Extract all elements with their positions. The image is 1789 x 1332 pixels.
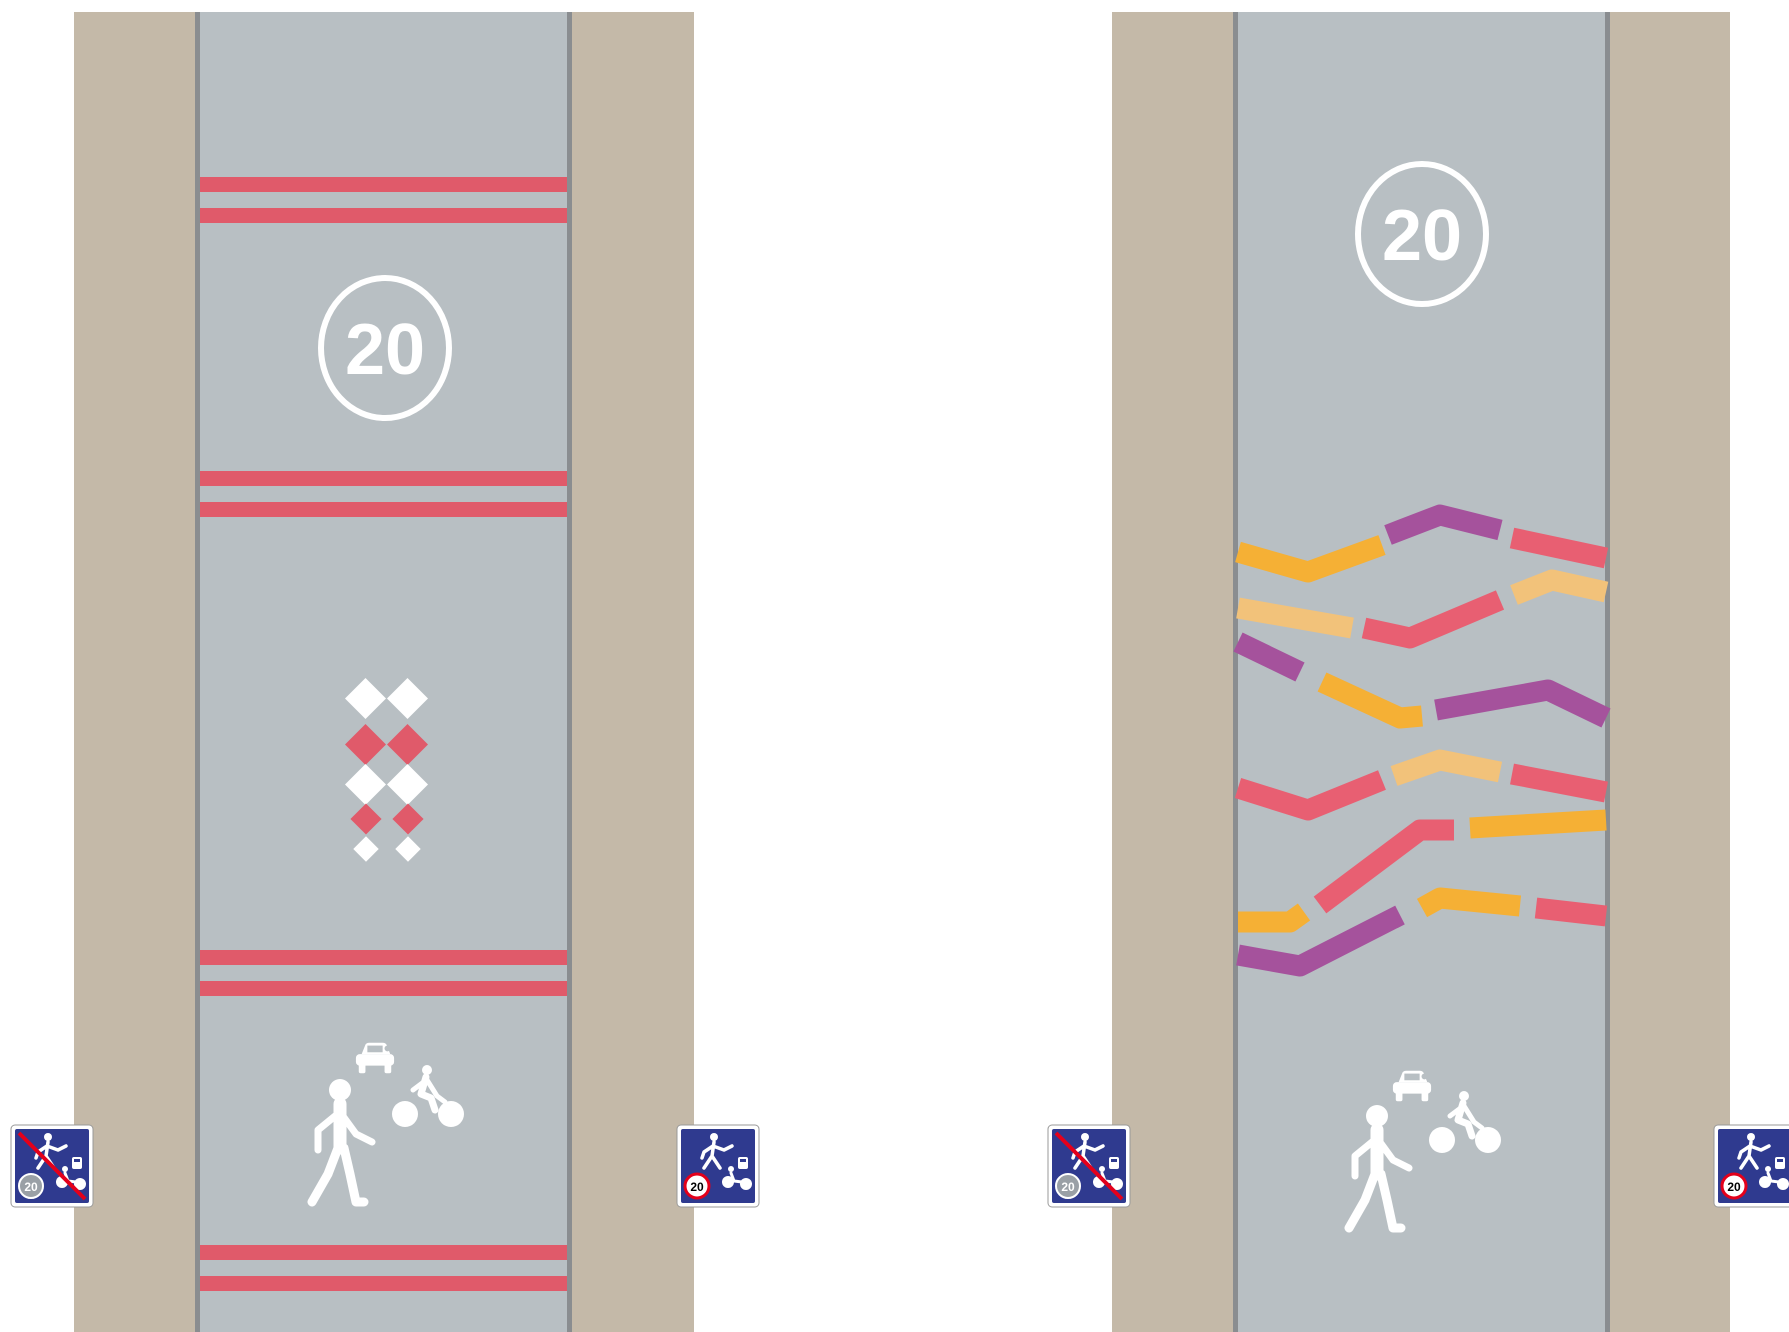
zone-start-sign-left-street: 20: [677, 1125, 759, 1207]
red-band: [200, 208, 567, 223]
left-sidewalk-right: [570, 12, 694, 1332]
sign-speed-text: 20: [690, 1180, 704, 1194]
speed-20-text: 20: [345, 310, 425, 390]
zone-end-sign-right-street: 20: [1048, 1125, 1130, 1207]
red-band: [200, 177, 567, 192]
left-kerb-line-right: [567, 12, 572, 1332]
red-band: [200, 502, 567, 517]
red-band: [200, 1276, 567, 1291]
red-band: [200, 1245, 567, 1260]
red-band: [200, 981, 567, 996]
red-band: [200, 950, 567, 965]
right-kerb-line-right: [1605, 12, 1610, 1332]
right-sidewalk-left: [1112, 12, 1236, 1332]
sign-speed-text: 20: [1727, 1180, 1741, 1194]
speed-20-text: 20: [1382, 196, 1462, 276]
left-kerb-line-left: [195, 12, 200, 1332]
right-sidewalk-right: [1608, 12, 1730, 1332]
zone-end-sign-left: 20: [11, 1125, 93, 1207]
zigzag-segment: [1422, 898, 1520, 908]
sign-speed-text: 20: [1061, 1180, 1075, 1194]
zone-start-sign-right-street: 20: [1714, 1125, 1789, 1207]
left-street: 20: [74, 12, 694, 1332]
sign-speed-text: 20: [24, 1180, 38, 1194]
right-kerb-line-left: [1233, 12, 1238, 1332]
red-band: [200, 471, 567, 486]
right-street: 20: [1112, 12, 1730, 1332]
zigzag-segment: [1238, 912, 1304, 922]
zigzag-segment: [1470, 820, 1606, 828]
zigzag-segment: [1536, 908, 1606, 916]
